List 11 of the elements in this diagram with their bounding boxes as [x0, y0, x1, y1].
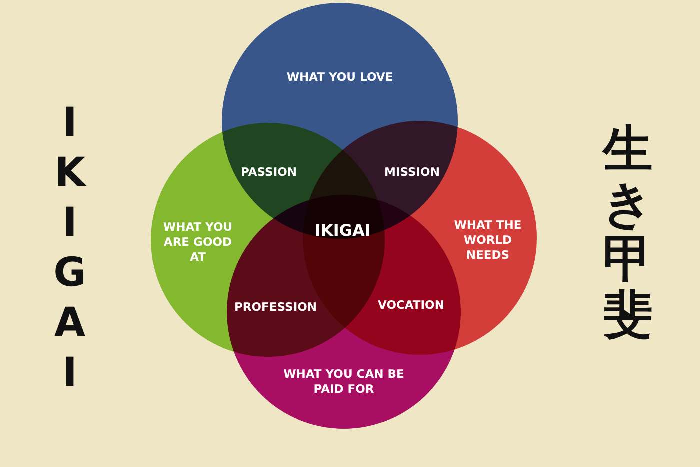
- vertical-title: IKIGAI: [52, 99, 88, 398]
- overlap-label: PROFESSION: [234, 300, 317, 314]
- center-label: IKIGAI: [315, 220, 371, 240]
- circle-label: WHAT THE WORLD NEEDS: [453, 218, 523, 263]
- circle-label: WHAT YOU LOVE: [286, 70, 394, 85]
- overlap-label: VOCATION: [378, 298, 444, 312]
- vertical-title: 生き甲斐: [601, 122, 654, 342]
- circle-label: WHAT YOU ARE GOOD AT: [162, 220, 234, 265]
- overlap-label: PASSION: [241, 165, 298, 179]
- overlap-label: MISSION: [384, 165, 440, 179]
- circle-label: WHAT YOU CAN BE PAID FOR: [282, 367, 406, 397]
